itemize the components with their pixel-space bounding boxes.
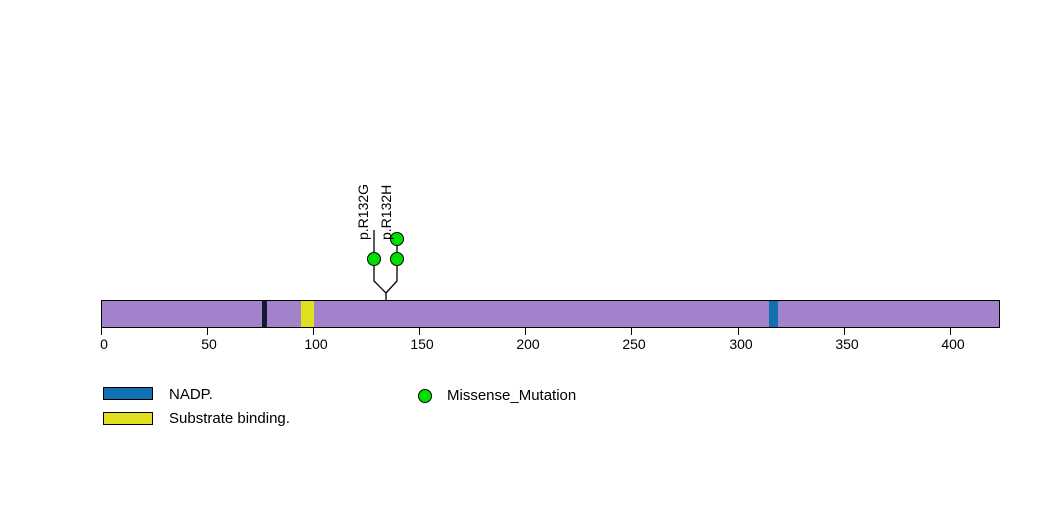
axis-tick-label-200: 200 (516, 336, 540, 352)
axis-tick-label-350: 350 (835, 336, 859, 352)
protein-backbone-bar (101, 300, 1000, 328)
legend-label-missense-mutation: Missense_Mutation (447, 387, 577, 404)
axis-tick-100 (313, 328, 314, 335)
axis-tick-300 (738, 328, 739, 335)
axis-tick-150 (419, 328, 420, 335)
mutation-dot-r132h-1[interactable] (390, 252, 404, 266)
axis-tick-label-150: 150 (410, 336, 434, 352)
legend-dot-missense-mutation[interactable] (418, 389, 432, 403)
mutation-dot-r132g-1[interactable] (367, 252, 381, 266)
axis-tick-50 (207, 328, 208, 335)
legend-swatch-substrate-binding[interactable] (103, 412, 153, 425)
legend-label-substrate-binding: Substrate binding. (169, 410, 290, 427)
domain-feature-dark-band[interactable] (262, 301, 267, 327)
domain-feature-substrate-binding[interactable] (301, 301, 314, 327)
mutation-dot-r132h-2[interactable] (390, 232, 404, 246)
axis-tick-label-400: 400 (941, 336, 965, 352)
legend-swatch-nadp[interactable] (103, 387, 153, 400)
axis-tick-350 (844, 328, 845, 335)
axis-tick-200 (525, 328, 526, 335)
legend-label-nadp: NADP. (169, 386, 213, 403)
mutation-label-r132h: p.R132H (378, 184, 394, 240)
axis-tick-label-50: 50 (201, 336, 217, 352)
domain-feature-nadp[interactable] (769, 301, 778, 327)
axis-tick-label-300: 300 (729, 336, 753, 352)
axis-tick-250 (631, 328, 632, 335)
axis-tick-label-0: 0 (100, 336, 108, 352)
axis-tick-label-250: 250 (622, 336, 646, 352)
mutation-label-r132g: p.R132G (355, 183, 371, 240)
axis-tick-0 (101, 328, 102, 335)
axis-tick-400 (950, 328, 951, 335)
axis-tick-label-100: 100 (304, 336, 328, 352)
